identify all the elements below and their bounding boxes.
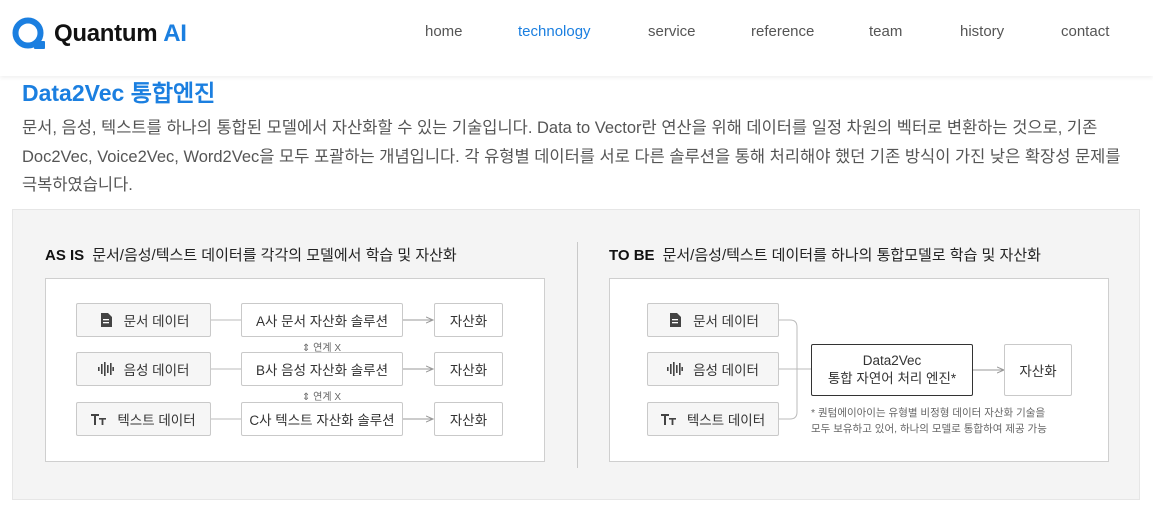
as-is-heading: AS IS 문서/음성/텍스트 데이터를 각각의 모델에서 학습 및 자산화: [45, 244, 457, 265]
document-icon: [98, 312, 114, 328]
as-is-link-note-2-label: 연계 X: [313, 392, 342, 403]
nav-history[interactable]: history: [960, 23, 1005, 40]
as-is-input-voice-label: 음성 데이터: [123, 363, 190, 378]
text-type-icon: [91, 411, 107, 427]
panel-divider: [577, 242, 578, 468]
as-is-solution-b: B사 음성 자산화 솔루션: [241, 352, 403, 386]
engine-subtitle: 통합 자연어 처리 엔진*: [827, 371, 957, 386]
as-is-input-text-label: 텍스트 데이터: [117, 413, 196, 428]
as-is-input-document-label: 문서 데이터: [123, 314, 190, 329]
up-down-arrow-icon: ⇕: [302, 343, 314, 354]
as-is-title: 문서/음성/텍스트 데이터를 각각의 모델에서 학습 및 자산화: [92, 247, 457, 264]
as-is-solution-a: A사 문서 자산화 솔루션: [241, 303, 403, 337]
to-be-output: 자산화: [1004, 344, 1072, 396]
quantum-logo-icon: [12, 17, 46, 51]
waveform-icon: [667, 361, 684, 377]
to-be-tag: TO BE: [609, 247, 655, 264]
nav-technology[interactable]: technology: [518, 23, 591, 40]
to-be-input-document-label: 문서 데이터: [693, 314, 759, 329]
page-description: 문서, 음성, 텍스트를 하나의 통합된 모델에서 자산화할 수 있는 기술입니…: [22, 119, 1121, 194]
up-down-arrow-icon: ⇕: [302, 392, 314, 403]
as-is-link-note-1: ⇕ 연계 X: [302, 339, 341, 354]
logo-ai: AI: [163, 20, 187, 47]
footnote-line-2: 모두 보유하고 있어, 하나의 모델로 통합하여 제공 가능: [811, 423, 1047, 435]
text-type-icon: [660, 411, 677, 427]
as-is-link-note-1-label: 연계 X: [313, 343, 342, 354]
to-be-title: 문서/음성/텍스트 데이터를 하나의 통합모델로 학습 및 자산화: [662, 247, 1041, 264]
as-is-solution-c: C사 텍스트 자산화 솔루션: [241, 402, 403, 436]
as-is-input-document: 문서 데이터: [76, 303, 211, 337]
as-is-input-voice: 음성 데이터: [76, 352, 211, 386]
nav-home[interactable]: home: [425, 23, 463, 40]
footnote-line-1: * 퀀텀에이아이는 유형별 비정형 데이터 자산화 기술을: [811, 407, 1046, 419]
to-be-heading: TO BE 문서/음성/텍스트 데이터를 하나의 통합모델로 학습 및 자산화: [609, 244, 1041, 265]
to-be-input-voice: 음성 데이터: [647, 352, 779, 386]
to-be-input-voice-label: 음성 데이터: [693, 363, 759, 378]
nav-reference[interactable]: reference: [751, 23, 815, 40]
as-is-tag: AS IS: [45, 247, 85, 264]
as-is-output-2: 자산화: [434, 352, 503, 386]
to-be-input-text: 텍스트 데이터: [647, 402, 779, 436]
to-be-input-text-label: 텍스트 데이터: [686, 413, 766, 428]
to-be-input-document: 문서 데이터: [647, 303, 779, 337]
page-title: Data2Vec 통합엔진: [22, 80, 216, 106]
logo-word: Quantum: [54, 20, 158, 47]
as-is-output-3: 자산화: [434, 402, 503, 436]
nav-service[interactable]: service: [648, 23, 696, 40]
engine-name: Data2Vec: [862, 353, 922, 368]
as-is-input-text: 텍스트 데이터: [76, 402, 211, 436]
as-is-link-note-2: ⇕ 연계 X: [302, 388, 341, 403]
nav-contact[interactable]: contact: [1061, 23, 1110, 40]
document-icon: [667, 312, 683, 328]
as-is-output-1: 자산화: [434, 303, 503, 337]
nav-team[interactable]: team: [869, 23, 903, 40]
waveform-icon: [97, 361, 114, 377]
data2vec-engine-box: Data2Vec 통합 자연어 처리 엔진*: [811, 344, 973, 396]
